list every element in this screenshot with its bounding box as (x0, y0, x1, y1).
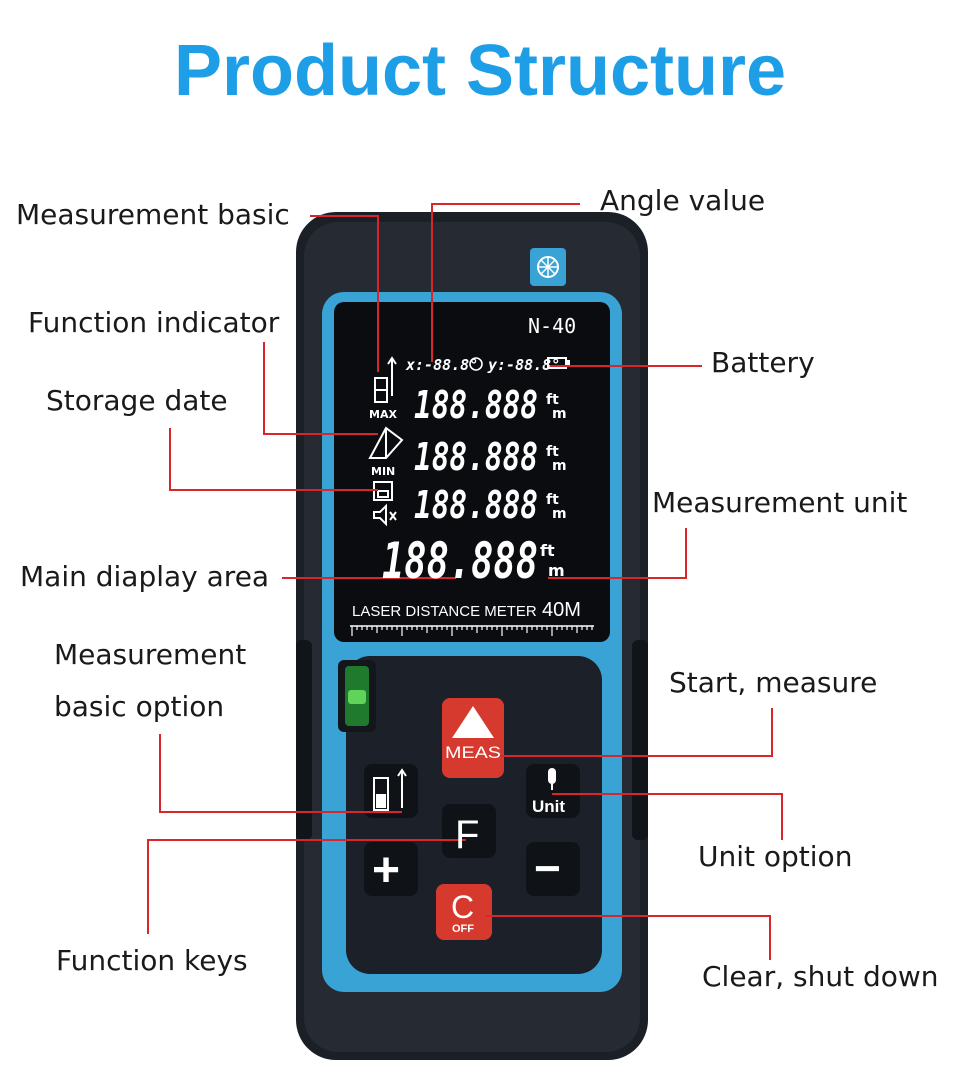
meas-label: MEAS (445, 743, 501, 762)
unit-ft-3: ft (546, 492, 559, 508)
unit-ft-4: ft (540, 541, 555, 560)
plus-button[interactable] (364, 842, 418, 896)
label-measurement-basic: Measurement basic (16, 198, 290, 231)
display-row-2: 188.888 (414, 435, 538, 479)
label-start-measure: Start, measure (669, 666, 878, 699)
unit-m-3: m (552, 506, 567, 522)
angle-x-readout: x:-88.8° (405, 356, 478, 374)
label-strip: LASER DISTANCE METER (352, 603, 537, 620)
min-label: MIN (371, 465, 395, 478)
label-clear-shut-down: Clear, shut down (702, 960, 939, 993)
minus-button[interactable] (526, 842, 580, 896)
label-main-display-area: Main diaplay area (20, 560, 270, 593)
bubble-level (338, 660, 376, 732)
display-row-1: 188.888 (414, 383, 538, 427)
unit-ft-2: ft (546, 444, 559, 460)
f-button[interactable] (442, 804, 496, 858)
minus-label: − (534, 842, 561, 894)
label-function-keys: Function keys (56, 944, 248, 977)
bluetooth-icon (469, 357, 483, 371)
function-indicator-icon (368, 426, 404, 459)
measurement-basic-option-button[interactable] (364, 764, 418, 818)
label-measurement-basic-option-1: Measurement (54, 638, 247, 671)
measurement-basic-icon (374, 356, 397, 403)
unit-m-2: m (552, 458, 567, 474)
angle-y-readout: y:-88.8° (487, 356, 560, 374)
unit-m-4: m (548, 561, 565, 580)
max-label: MAX (369, 408, 397, 421)
unit-button[interactable] (526, 764, 580, 818)
label-measurement-unit: Measurement unit (652, 486, 908, 519)
page-title: Product Structure (173, 31, 787, 111)
meas-button[interactable] (442, 698, 504, 778)
label-unit-option: Unit option (698, 840, 853, 873)
leader-lines (147, 203, 783, 960)
off-label: OFF (452, 923, 474, 935)
mute-icon (373, 503, 397, 527)
unit-ft-1: ft (546, 392, 559, 408)
label-measurement-basic-option-2: basic option (54, 690, 225, 723)
f-label: F (455, 813, 479, 857)
c-off-button[interactable] (436, 884, 492, 940)
c-label: C (451, 889, 474, 925)
plus-label: + (372, 844, 400, 897)
model-label: N-40 (528, 314, 576, 338)
label-storage-date: Storage date (46, 384, 228, 417)
label-function-indicator: Function indicator (28, 306, 280, 339)
display-row-main: 188.888 (382, 532, 538, 590)
label-battery: Battery (711, 346, 815, 379)
display-row-3: 188.888 (414, 483, 538, 527)
laser-window (530, 248, 566, 286)
unit-m-1: m (552, 406, 567, 422)
range-label: 40M (542, 599, 581, 621)
unit-label: Unit (532, 797, 565, 816)
label-angle-value: Angle value (600, 184, 766, 217)
